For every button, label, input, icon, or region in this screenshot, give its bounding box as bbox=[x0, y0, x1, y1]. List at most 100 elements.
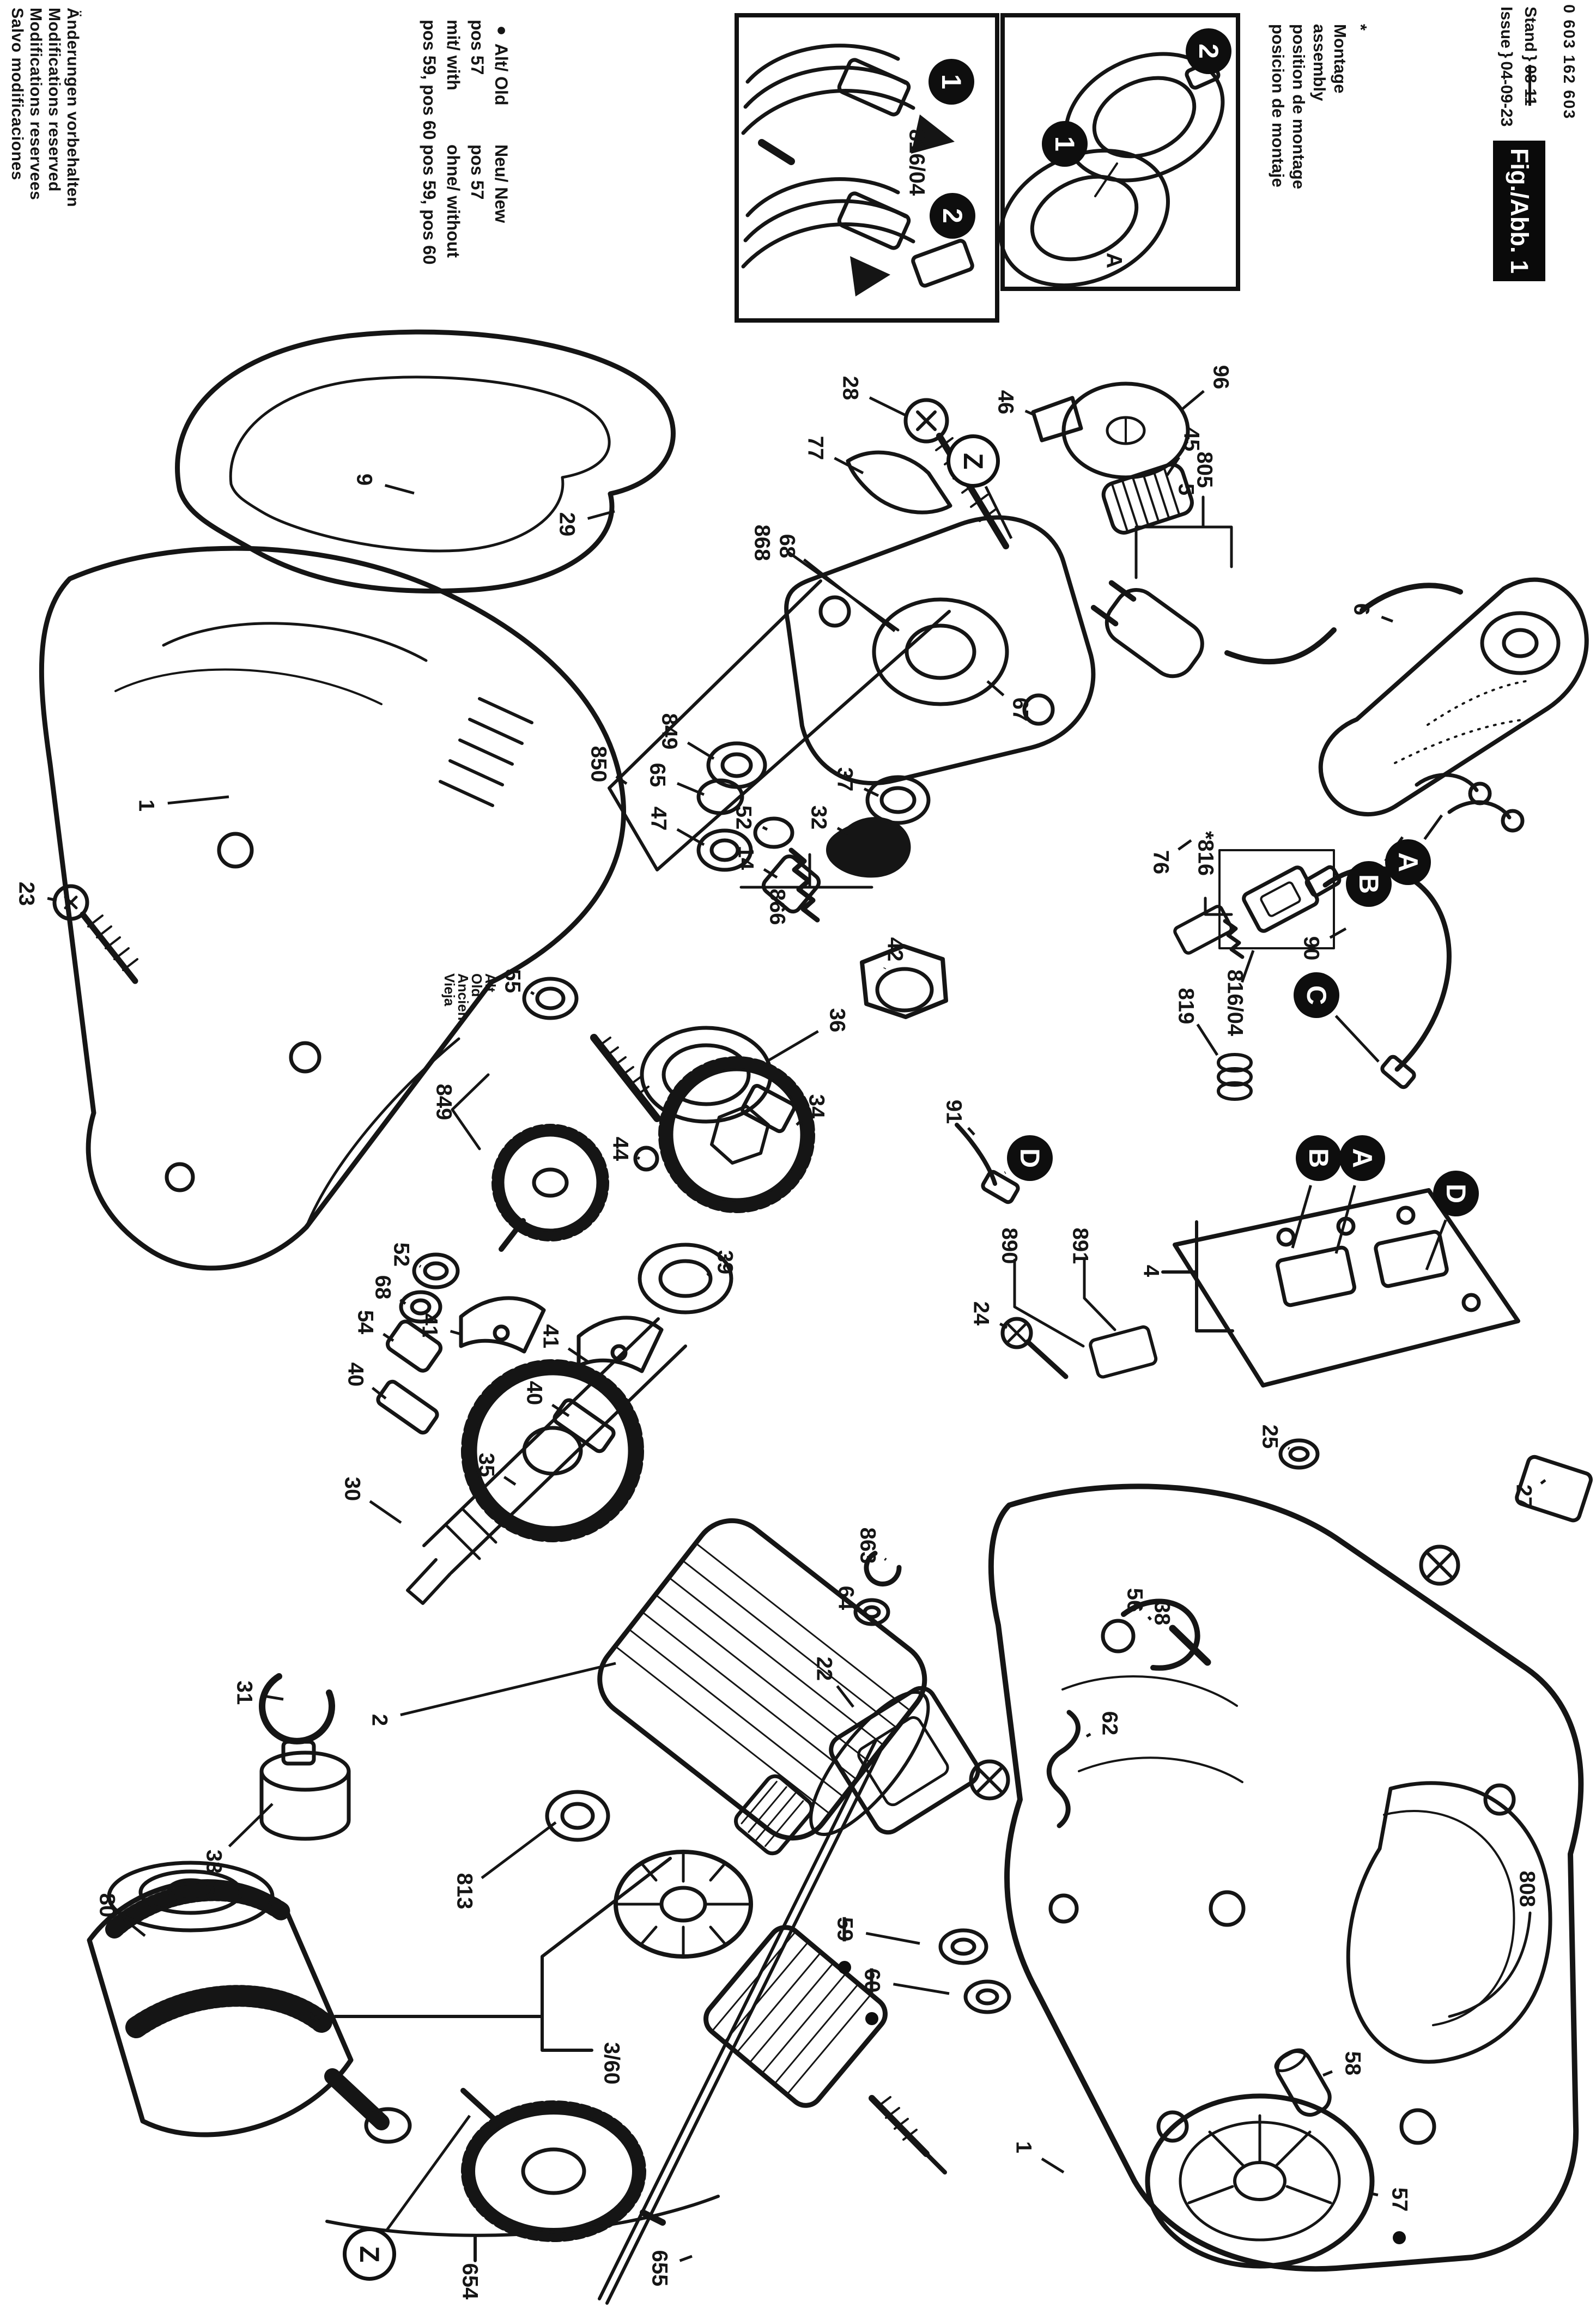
callout-D1: D bbox=[1007, 1135, 1053, 1181]
legend-new-group: Neu/ New pos 57 ohne/ without pos 59, po… bbox=[417, 144, 513, 265]
stand-value: 08-11 bbox=[1521, 65, 1539, 106]
callout-808: 808 bbox=[1515, 1870, 1539, 1907]
callout-24: 24 bbox=[969, 1301, 993, 1326]
callout-27: 27 bbox=[1512, 1484, 1536, 1509]
callout-62: 62 bbox=[1097, 1711, 1122, 1736]
callout-60-dot bbox=[865, 2012, 878, 2025]
callout-868: 868 bbox=[750, 524, 774, 561]
callout-56: 56 bbox=[1122, 1588, 1147, 1613]
callout-849b: 849 bbox=[432, 1083, 456, 1120]
callout-96a: 96 bbox=[1209, 365, 1233, 390]
callout-i1s2: 2 bbox=[930, 193, 975, 239]
callout-850: 850 bbox=[586, 746, 611, 783]
legal-line-de: Änderungen vorbehalten bbox=[64, 8, 82, 208]
callout-25: 25 bbox=[1258, 1424, 1282, 1449]
alt-line-es: Vieja bbox=[441, 973, 458, 1007]
callout-1b: 1 bbox=[1011, 2141, 1036, 2154]
issue-label: Issue bbox=[1497, 7, 1515, 49]
legend-old-group: ● Alt/ Old pos 57 mit/ with pos 59, pos … bbox=[417, 20, 513, 140]
callout-64: 64 bbox=[834, 1585, 858, 1610]
callout-39: 39 bbox=[713, 1250, 737, 1275]
callout-52b: 52 bbox=[389, 1242, 414, 1267]
legal-notice: Änderungen vorbehalten Modifications res… bbox=[8, 8, 82, 207]
assembly-note-en: assembly bbox=[1310, 24, 1329, 101]
callout-60: 60 bbox=[860, 1968, 884, 1993]
alt-line-de: Alt bbox=[482, 973, 499, 992]
inset-detail-brush bbox=[735, 13, 999, 323]
revision-block: Stand}08-11 Issue}04-09-23 bbox=[1494, 7, 1542, 127]
legend-old-line-4: pos 59, pos 60 bbox=[420, 20, 439, 140]
legend-new-line-1: Neu/ New bbox=[491, 144, 511, 223]
callout-A2: A bbox=[1339, 1135, 1385, 1181]
callout-68a: 68 bbox=[775, 534, 799, 559]
issue-line: Issue} 04-09-23 bbox=[1494, 7, 1518, 127]
callout-32: 32 bbox=[806, 805, 831, 830]
assembly-note-fr: position de montage bbox=[1289, 24, 1308, 190]
callout-B1: B bbox=[1346, 861, 1392, 907]
callout-1a: 1 bbox=[134, 799, 159, 812]
callout-41b: 41 bbox=[538, 1324, 563, 1349]
callout-90: 90 bbox=[1299, 936, 1324, 961]
callout-33: 33 bbox=[202, 1849, 226, 1874]
callout-54: 54 bbox=[353, 1310, 378, 1335]
inset-detail-bearing bbox=[1000, 13, 1240, 291]
callout-i2A: A bbox=[1102, 252, 1126, 269]
callout-91: 91 bbox=[942, 1099, 966, 1124]
callout-76: 76 bbox=[1149, 850, 1173, 875]
callout-4: 4 bbox=[1139, 1264, 1163, 1277]
callout-42: 42 bbox=[883, 937, 907, 962]
callout-891: 891 bbox=[1068, 1227, 1093, 1264]
callout-i2s2: 2 bbox=[1186, 28, 1231, 74]
callout-81604b: 816/04 bbox=[1223, 969, 1247, 1037]
callout-866: 866 bbox=[765, 888, 790, 925]
callout-28: 28 bbox=[838, 375, 863, 401]
figure-label: Fig./Abb. 1 bbox=[1493, 141, 1545, 281]
legend-new-line-4: pos 59, pos 60 bbox=[420, 144, 439, 265]
callout-37: 37 bbox=[833, 767, 857, 792]
legend-new-line-2: pos 57 bbox=[468, 144, 487, 200]
callout-863: 863 bbox=[855, 1527, 880, 1564]
callout-i1s1: 1 bbox=[929, 59, 974, 105]
callout-2: 2 bbox=[367, 1713, 392, 1727]
stand-line: Stand}08-11 bbox=[1518, 7, 1542, 127]
issue-brace: } bbox=[1497, 51, 1515, 58]
callout-819: 819 bbox=[1174, 988, 1198, 1025]
callout-35: 35 bbox=[474, 1452, 499, 1477]
callout-41a: 41 bbox=[417, 1313, 442, 1338]
callout-3: 3 bbox=[303, 2011, 327, 2024]
callout-B2: B bbox=[1296, 1135, 1342, 1181]
callout-29: 29 bbox=[555, 512, 579, 537]
alt-line-fr: Ancien bbox=[455, 973, 471, 1021]
alt-line-en: Old bbox=[469, 973, 485, 997]
callout-77: 77 bbox=[803, 435, 828, 461]
callout-360: 3/60 bbox=[599, 2042, 624, 2085]
stand-brace: } bbox=[1521, 55, 1539, 62]
callout-36: 36 bbox=[825, 1008, 849, 1033]
legal-line-fr: Modifications reservees bbox=[27, 8, 45, 201]
callout-23: 23 bbox=[14, 881, 39, 906]
callout-65: 65 bbox=[645, 762, 670, 788]
callout-59-dot bbox=[838, 1961, 851, 1974]
callout-47: 47 bbox=[646, 806, 671, 831]
callout-57: 57 bbox=[1387, 2187, 1412, 2212]
callout-38: 38 bbox=[1150, 1601, 1174, 1626]
callout-C1: C bbox=[1294, 972, 1339, 1018]
callout-40a: 40 bbox=[343, 1362, 368, 1387]
callout-34: 34 bbox=[804, 1094, 829, 1119]
callout-849a: 849 bbox=[657, 713, 682, 750]
callout-i1lab: 816/04 bbox=[905, 129, 929, 196]
callout-40b: 40 bbox=[522, 1380, 547, 1406]
legend-old-line-1: ● Alt/ Old bbox=[491, 20, 511, 106]
callout-30: 30 bbox=[340, 1476, 365, 1501]
callout-59: 59 bbox=[833, 1917, 857, 1942]
issue-value: 04-09-23 bbox=[1497, 61, 1515, 127]
callout-Z2: Z bbox=[343, 2227, 396, 2281]
old-version-note: Alt Old Ancien Vieja bbox=[441, 973, 499, 1021]
legal-line-en: Modifications reserved bbox=[45, 8, 63, 192]
callout-58: 58 bbox=[1340, 2051, 1365, 2076]
callout-5: 5 bbox=[1174, 483, 1198, 496]
callout-Z1: Z bbox=[946, 434, 1000, 488]
assembly-note-es: posicion de montaje bbox=[1269, 24, 1288, 187]
